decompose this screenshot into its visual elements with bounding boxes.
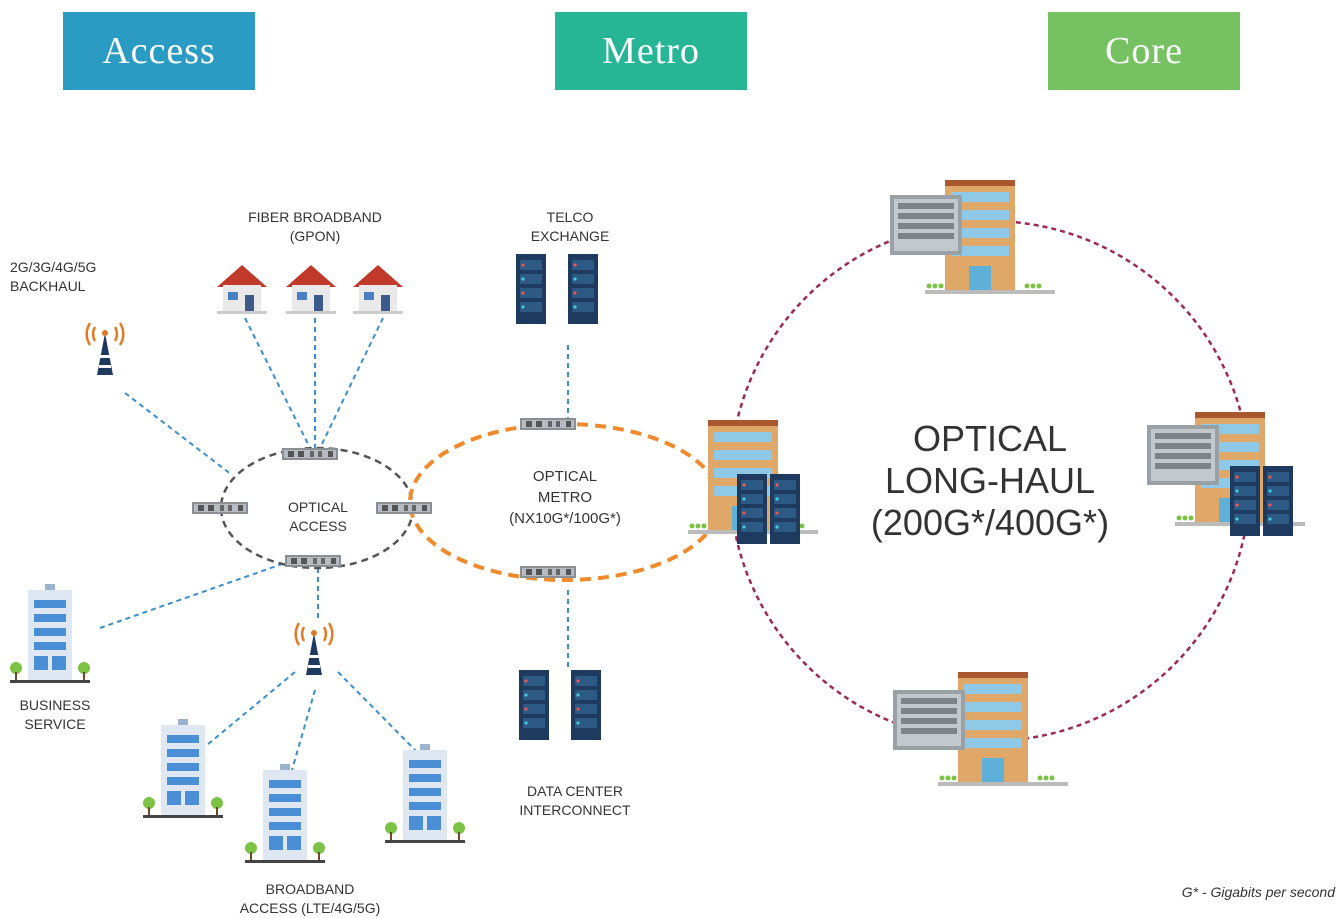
optical-metro-line1: OPTICAL: [532, 468, 598, 485]
equipment-panel-icon: [893, 690, 965, 750]
optical-switch-icon: [192, 502, 248, 514]
equipment-panel-icon: [1147, 425, 1219, 485]
optical-long-haul-label: OPTICAL LONG-HAUL (200G*/400G*): [860, 418, 1120, 544]
server-rack-icon: [1230, 466, 1260, 536]
optical-switch-icon: [520, 566, 576, 578]
business-service-label: BUSINESS SERVICE: [19, 697, 91, 732]
optical-switch-icon: [520, 418, 576, 430]
server-rack-icon: [1263, 466, 1293, 536]
optical-metro-line3: (NX10G*/100G*): [509, 510, 621, 527]
access-links: [99, 317, 569, 771]
office-building-icon: [385, 744, 465, 843]
long-haul-line1: OPTICAL: [912, 418, 1068, 459]
cell-tower-icon: [294, 621, 334, 677]
server-rack-icon: [519, 670, 549, 740]
cell-tower-icon: [85, 321, 125, 377]
backhaul-label: 2G/3G/4G/5G BACKHAUL: [10, 259, 97, 294]
house-icon: [286, 265, 336, 314]
broadband-access-label: BROADBAND ACCESS (LTE/4G/5G): [239, 881, 381, 916]
house-icon: [217, 265, 267, 314]
optical-switch-icon: [376, 502, 432, 514]
server-rack-icon: [571, 670, 601, 740]
server-rack-icon: [770, 474, 800, 544]
optical-switch-icon: [285, 555, 341, 567]
optical-access-label: OPTICAL ACCESS: [288, 499, 348, 534]
office-building-icon: [245, 764, 325, 863]
footnote: G* - Gigabits per second: [1181, 884, 1335, 900]
equipment-panel-icon: [890, 195, 962, 255]
optical-switch-icon: [282, 448, 338, 460]
office-building-icon: [10, 584, 90, 683]
telco-exchange-label: TELCO EXCHANGE: [530, 209, 610, 244]
fiber-broadband-label: FIBER BROADBAND (GPON): [248, 209, 382, 244]
server-rack-icon: [568, 254, 598, 324]
office-building-icon: [143, 719, 223, 818]
optical-metro-line2: METRO: [537, 489, 593, 506]
long-haul-line3: (200G*/400G*): [870, 502, 1110, 543]
header-access: Access: [63, 12, 255, 90]
data-center-label: DATA CENTER INTERCONNECT: [519, 783, 631, 818]
optical-metro-label: OPTICAL METRO (NX10G*/100G*): [480, 466, 650, 529]
server-rack-icon: [737, 474, 767, 544]
header-core: Core: [1048, 12, 1240, 90]
house-icon: [353, 265, 403, 314]
header-metro: Metro: [555, 12, 747, 90]
long-haul-line2: LONG-HAUL: [884, 460, 1096, 501]
server-rack-icon: [516, 254, 546, 324]
